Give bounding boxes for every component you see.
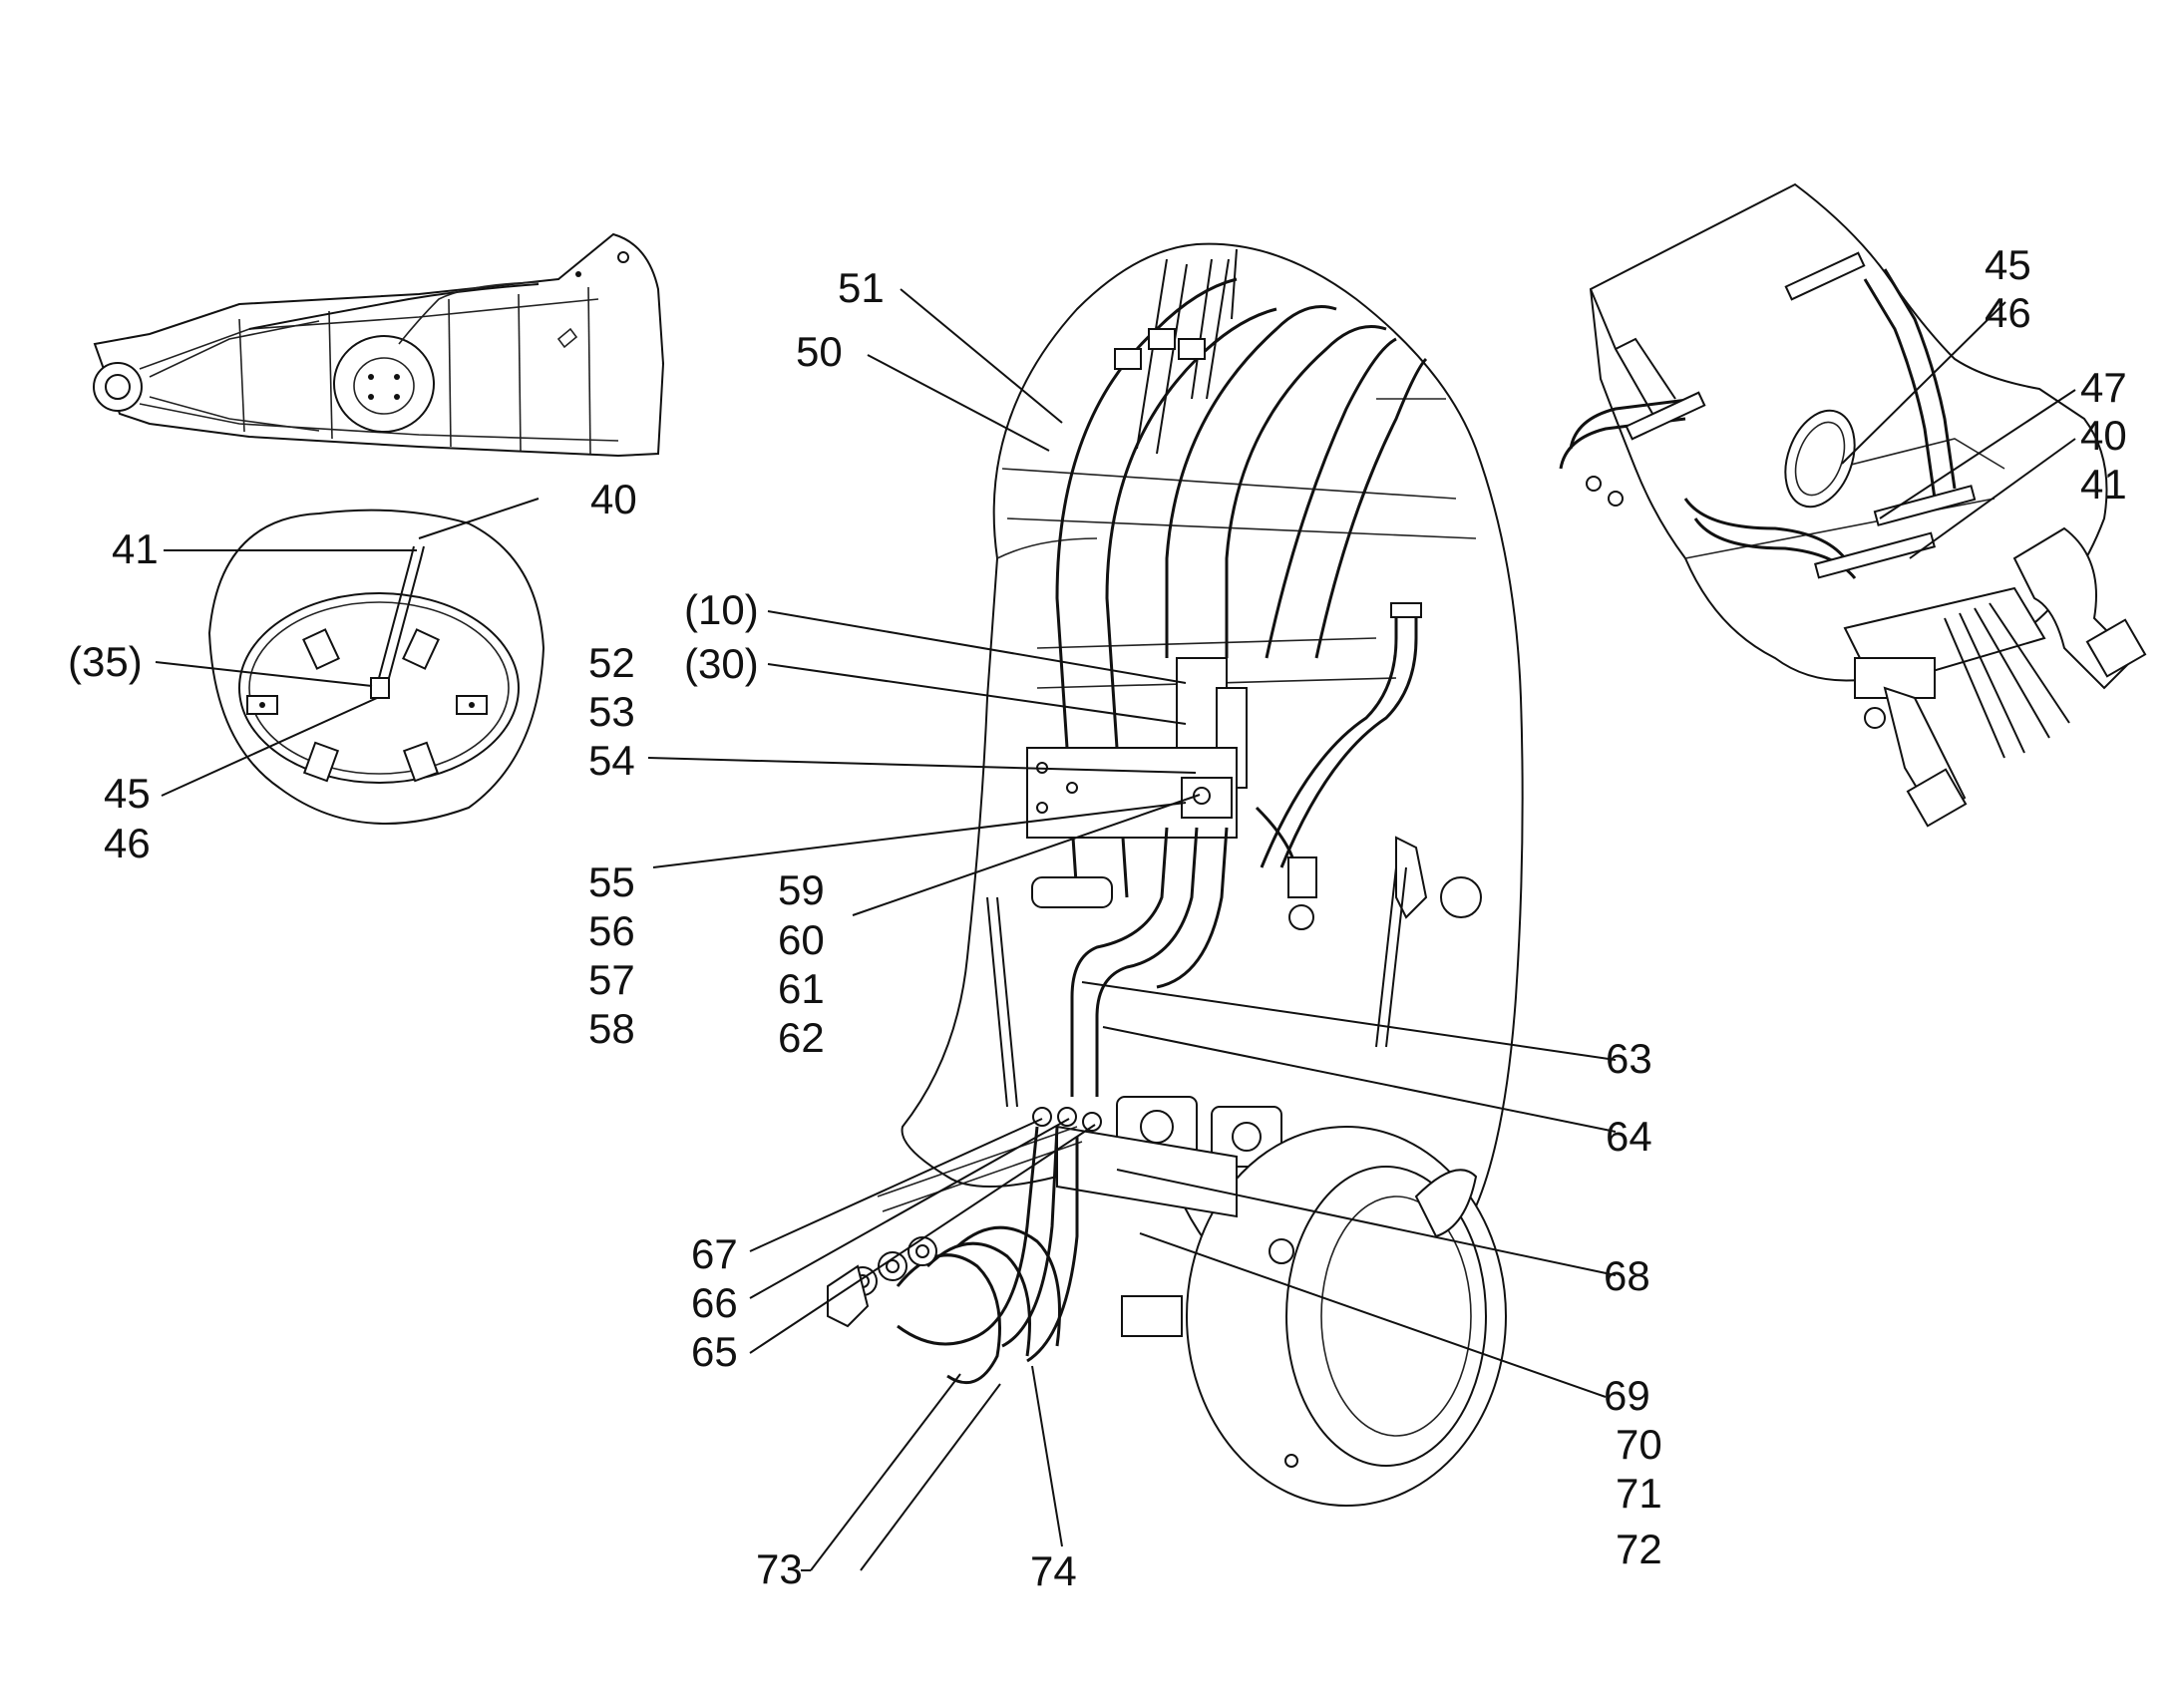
callout-47: 47	[2080, 364, 2127, 411]
callout-46-right: 46	[1985, 289, 2031, 336]
callout-73: 73	[756, 1545, 803, 1592]
callout-30: (30)	[684, 640, 759, 687]
main-assembly-view	[827, 242, 1524, 1507]
callout-55: 55	[588, 858, 635, 905]
leader-lines	[155, 288, 2076, 1571]
callout-59: 59	[778, 866, 825, 913]
detail-circle-view	[207, 509, 545, 825]
callout-56: 56	[588, 907, 635, 954]
callout-57: 57	[588, 956, 635, 1003]
callout-62: 62	[778, 1014, 825, 1061]
callout-58: 58	[588, 1005, 635, 1052]
callout-52: 52	[588, 639, 635, 686]
callout-10: (10)	[684, 586, 759, 633]
callout-40-right: 40	[2080, 412, 2127, 459]
callout-45-right: 45	[1985, 241, 2031, 288]
callout-35: (35)	[68, 638, 143, 685]
callout-45: 45	[104, 770, 151, 817]
callout-67: 67	[691, 1230, 738, 1277]
boom-arm-view	[93, 232, 665, 458]
callout-41: 41	[112, 525, 159, 572]
callout-74: 74	[1030, 1547, 1077, 1594]
callout-54: 54	[588, 737, 635, 784]
callout-65: 65	[691, 1328, 738, 1375]
callout-64: 64	[1606, 1113, 1652, 1160]
callout-69: 69	[1604, 1372, 1650, 1419]
callout-63: 63	[1606, 1035, 1652, 1082]
callout-50: 50	[796, 328, 843, 375]
callout-66: 66	[691, 1279, 738, 1326]
callout-68: 68	[1604, 1252, 1650, 1299]
callout-53: 53	[588, 688, 635, 735]
callout-72: 72	[1616, 1526, 1662, 1572]
rear-detail-view	[1559, 182, 2147, 828]
callout-61: 61	[778, 965, 825, 1012]
callout-70: 70	[1616, 1421, 1662, 1468]
callout-40: 40	[590, 476, 637, 522]
callout-46: 46	[104, 820, 151, 866]
callout-41-right: 41	[2080, 461, 2127, 508]
callout-60: 60	[778, 916, 825, 963]
callout-51: 51	[838, 264, 885, 311]
callout-71: 71	[1616, 1470, 1662, 1517]
callout-labels: 40 41 (35) 45 46 52 53 54 55 56 57 58 51…	[68, 241, 2127, 1594]
